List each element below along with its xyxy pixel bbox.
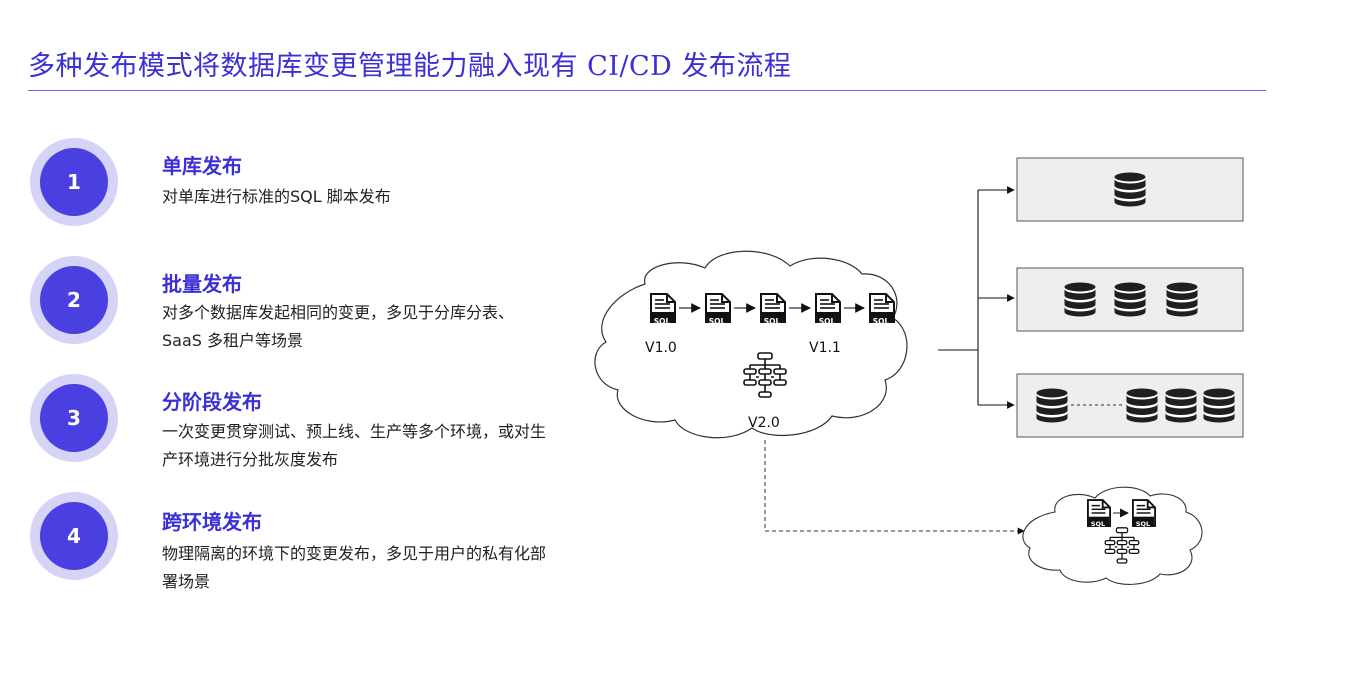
- sql-file-label: SQL: [709, 317, 726, 326]
- mode-2-badge: 2: [30, 256, 118, 344]
- private-env-cloud: [1022, 486, 1203, 585]
- version-label-v1-0: V1.0: [645, 340, 677, 356]
- database-icon: [1114, 172, 1146, 207]
- version-label-v2-0: V2.0: [748, 415, 780, 431]
- sql-file-label: SQL: [1136, 520, 1150, 528]
- database-icon: [1064, 282, 1096, 317]
- mode-4-badge: 4: [30, 492, 118, 580]
- mode-3-desc: 一次变更贯穿测试、预上线、生产等多个环境，或对生产环境进行分批灰度发布: [162, 422, 547, 469]
- database-icon: [1036, 388, 1068, 423]
- database-icon: [1126, 388, 1158, 423]
- database-icon: [1165, 388, 1197, 423]
- mode-3-badge: 3: [30, 374, 118, 462]
- mode-2-desc: 对多个数据库发起相同的变更，多见于分库分表、SaaS 多租户等场景: [162, 303, 515, 350]
- mode-2-number: 2: [40, 266, 108, 334]
- mode-2-title: 批量发布: [162, 272, 242, 296]
- sql-file-label: SQL: [819, 317, 836, 326]
- mode-4-number: 4: [40, 502, 108, 570]
- mode-3-title: 分阶段发布: [162, 390, 262, 414]
- database-icon: [1203, 388, 1235, 423]
- mode-4-title: 跨环境发布: [162, 510, 262, 534]
- cross-env-connector: [764, 440, 1025, 535]
- database-icon: [1166, 282, 1198, 317]
- mode-1-desc: 对单库进行标准的SQL 脚本发布: [162, 187, 391, 206]
- main-cloud: [594, 250, 908, 439]
- page-title: 多种发布模式将数据库变更管理能力融入现有 CI/CD 发布流程: [28, 51, 792, 82]
- database-icon: [1114, 282, 1146, 317]
- title-divider: [28, 90, 1266, 91]
- sql-file-label: SQL: [1091, 520, 1105, 528]
- version-label-v1-1: V1.1: [809, 340, 841, 356]
- mode-1-title: 单库发布: [162, 154, 242, 178]
- mode-4-desc: 物理隔离的环境下的变更发布，多见于用户的私有化部署场景: [162, 544, 547, 591]
- mode-1-badge: 1: [30, 138, 118, 226]
- sql-file-label: SQL: [654, 317, 671, 326]
- sql-file-label: SQL: [873, 317, 890, 326]
- sql-file-label: SQL: [764, 317, 781, 326]
- mode-3-number: 3: [40, 384, 108, 452]
- mode-1-number: 1: [40, 148, 108, 216]
